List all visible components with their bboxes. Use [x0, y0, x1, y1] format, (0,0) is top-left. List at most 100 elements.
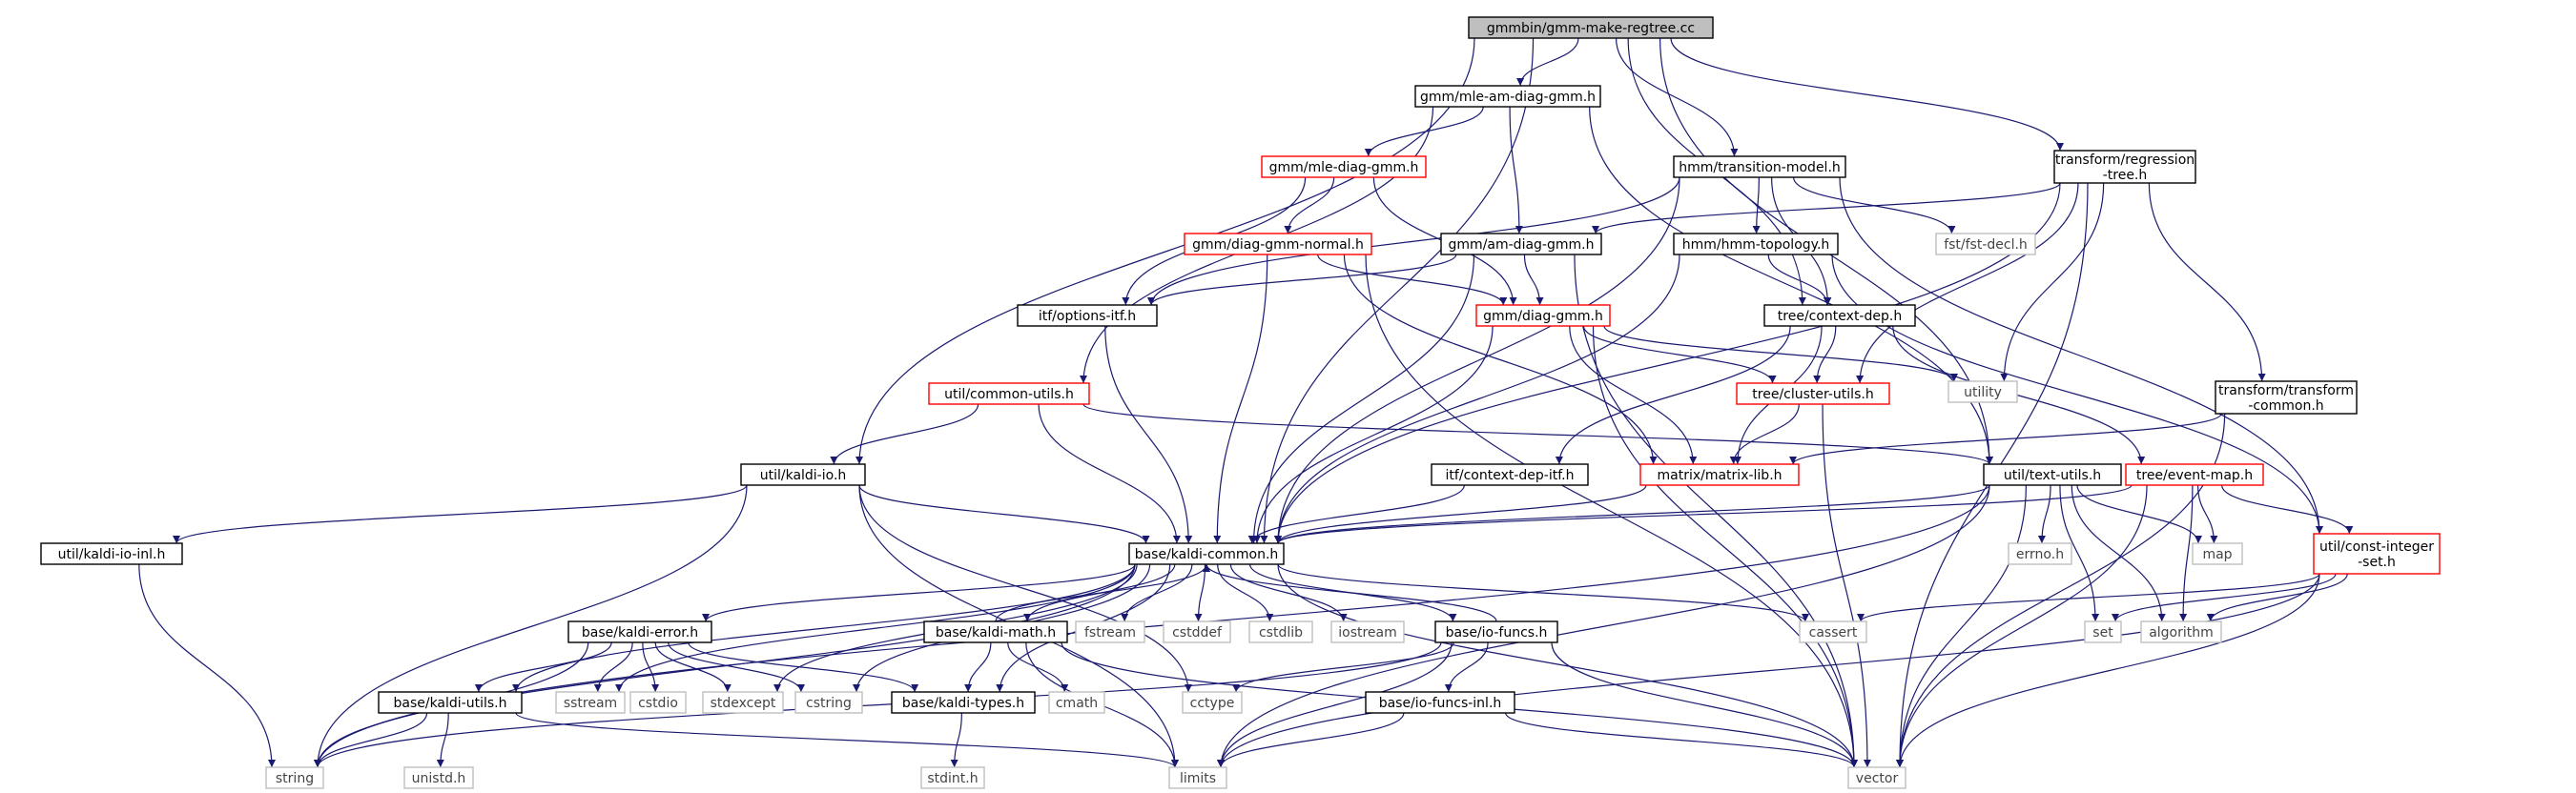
- node-label: stdint.h: [927, 771, 978, 786]
- node-kaldi-math[interactable]: base/kaldi-math.h: [923, 620, 1068, 643]
- node-errno: errno.h: [2008, 542, 2072, 565]
- edge-path: [2000, 182, 2105, 382]
- node-label: util/kaldi-io-inl.h: [58, 547, 166, 562]
- node-kaldi-io[interactable]: util/kaldi-io.h: [740, 463, 866, 486]
- node-ctx-dep[interactable]: tree/context-dep.h: [1763, 304, 1916, 327]
- node-label: gmm/am-diag-gmm.h: [1449, 237, 1595, 253]
- include-edge: [1217, 563, 1274, 622]
- include-edge: [1274, 484, 1647, 544]
- node-box: [1434, 620, 1558, 643]
- include-edge: [2221, 484, 2354, 535]
- node-kaldi-io-inl[interactable]: util/kaldi-io-inl.h: [40, 542, 183, 565]
- edge-path: [1509, 106, 1523, 234]
- edge-path: [1896, 484, 2027, 768]
- node-const-int[interactable]: util/const-integer-set.h: [2313, 533, 2441, 575]
- node-box: [1847, 766, 1906, 789]
- edge-path: [1274, 176, 1680, 544]
- include-edge: [1247, 484, 1465, 544]
- node-label: gmmbin/gmm-make-regtree.cc: [1487, 21, 1695, 36]
- node-ctx-dep-itf[interactable]: itf/context-dep-itf.h: [1431, 463, 1589, 486]
- node-root[interactable]: gmmbin/gmm-make-regtree.cc: [1468, 16, 1714, 39]
- node-mle-diag[interactable]: gmm/mle-diag-gmm.h: [1261, 155, 1427, 178]
- node-label: base/kaldi-common.h: [1135, 547, 1279, 562]
- include-edge: [2037, 484, 2051, 544]
- node-label: utility: [1964, 385, 2002, 400]
- include-edge: [1147, 176, 1680, 306]
- node-box: [555, 691, 626, 714]
- node-common-utils[interactable]: util/common-utils.h: [928, 382, 1090, 405]
- edge-path: [1813, 325, 1837, 384]
- node-diag-normal[interactable]: gmm/diag-gmm-normal.h: [1184, 233, 1372, 255]
- include-edge: [2206, 573, 2348, 622]
- include-edge: [2059, 484, 2100, 622]
- node-box: [1736, 382, 1890, 405]
- include-edge: [1729, 403, 1800, 465]
- edge-path: [1229, 563, 1348, 622]
- node-regtree[interactable]: transform/regression-tree.h: [2053, 150, 2196, 184]
- node-box: [1673, 233, 1839, 255]
- node-label: base/kaldi-types.h: [902, 696, 1024, 711]
- node-box: [1048, 691, 1105, 714]
- edge-path: [1247, 484, 1465, 544]
- node-io-funcs-inl[interactable]: base/io-funcs-inl.h: [1365, 691, 1515, 714]
- node-cstring: cstring: [794, 691, 863, 714]
- include-edge: [593, 641, 633, 693]
- include-edge: [858, 484, 1150, 544]
- edge-path: [1147, 254, 1457, 306]
- node-label: map: [2202, 547, 2232, 562]
- include-edge: [1752, 176, 1761, 234]
- node-am-diag[interactable]: gmm/am-diag-gmm.h: [1440, 233, 1602, 255]
- node-label: iostream: [1338, 625, 1397, 640]
- include-edge: [2112, 573, 2337, 622]
- edge-path: [2071, 484, 2166, 622]
- edge-path: [1839, 176, 2323, 535]
- include-edge: [1343, 254, 1658, 465]
- edge-path: [2112, 573, 2337, 622]
- include-edge: [1277, 563, 1858, 768]
- include-edge: [2148, 182, 2266, 382]
- include-edge: [1516, 37, 1579, 87]
- include-edge: [1252, 325, 1494, 544]
- node-event-map[interactable]: tree/event-map.h: [2125, 463, 2264, 486]
- node-kaldi-error[interactable]: base/kaldi-error.h: [567, 620, 712, 643]
- include-edge: [995, 563, 1210, 622]
- include-edge: [512, 563, 1136, 693]
- node-text-utils[interactable]: util/text-utils.h: [1983, 463, 2122, 486]
- node-cluster[interactable]: tree/cluster-utils.h: [1736, 382, 1890, 405]
- node-cassert: cassert: [1799, 620, 1867, 643]
- edge-path: [1555, 325, 1791, 465]
- header-nodes: gmmbin/gmm-make-regtree.cc gmm/mle-am-dia…: [40, 16, 2441, 789]
- node-diag-gmm[interactable]: gmm/diag-gmm.h: [1475, 304, 1611, 327]
- include-edge: [1317, 254, 1508, 306]
- node-box: [920, 766, 985, 789]
- edge-path: [1364, 106, 1484, 157]
- edge-path: [855, 37, 1475, 465]
- node-kaldi-utils[interactable]: base/kaldi-utils.h: [378, 691, 523, 714]
- node-label: unistd.h: [412, 771, 466, 786]
- node-label: -tree.h: [2103, 168, 2148, 183]
- include-edge: [1232, 641, 1454, 693]
- node-mle-am[interactable]: gmm/mle-am-diag-gmm.h: [1414, 85, 1601, 108]
- node-box: [2053, 150, 2196, 184]
- node-io-funcs[interactable]: base/io-funcs.h: [1434, 620, 1558, 643]
- node-unistd: unistd.h: [403, 766, 474, 789]
- include-edge: [1615, 37, 1739, 157]
- node-hmm-topo[interactable]: hmm/hmm-topology.h: [1673, 233, 1839, 255]
- node-matrix[interactable]: matrix/matrix-lib.h: [1639, 463, 1800, 486]
- edge-path: [702, 563, 1136, 622]
- node-kaldi-types[interactable]: base/kaldi-types.h: [891, 691, 1036, 714]
- node-kaldi-common[interactable]: base/kaldi-common.h: [1128, 542, 1285, 565]
- node-trans[interactable]: hmm/transition-model.h: [1673, 155, 1846, 178]
- node-options[interactable]: itf/options-itf.h: [1017, 304, 1158, 327]
- edge-path: [1822, 403, 1871, 768]
- node-box: [1475, 304, 1611, 327]
- node-utility: utility: [1947, 380, 2018, 403]
- edge-path: [2148, 182, 2266, 382]
- node-label: cctype: [1190, 696, 1235, 711]
- include-edge: [1203, 563, 1497, 622]
- node-label: cmath: [1056, 696, 1098, 711]
- edge-path: [615, 563, 1136, 693]
- node-box: [1799, 620, 1867, 643]
- node-label: cstdlib: [1259, 625, 1303, 640]
- node-tt-common[interactable]: transform/transform-common.h: [2215, 380, 2358, 415]
